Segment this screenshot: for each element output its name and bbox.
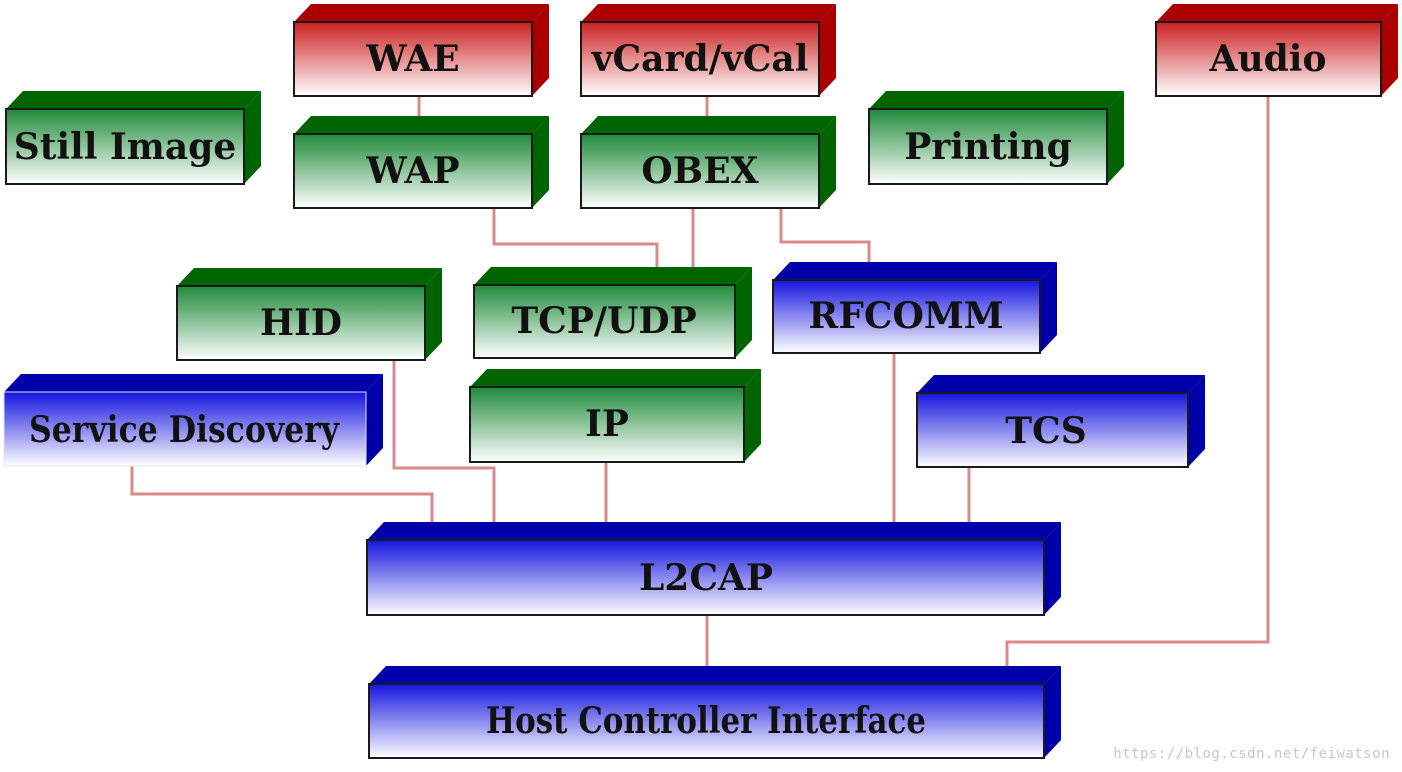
box-rfcomm: RFCOMM (772, 262, 1057, 354)
box-rfcomm-face (772, 279, 1041, 354)
box-wap: WAP (293, 116, 549, 209)
box-tcp-udp-top (474, 267, 752, 285)
box-wap-label: WAP (365, 150, 459, 192)
box-wae-side (532, 4, 549, 96)
box-wae-label: WAE (365, 38, 460, 80)
box-obex-top (581, 116, 836, 134)
box-hid-label: HID (260, 302, 342, 344)
box-service-discovery-label: Service Discovery (29, 409, 340, 451)
box-printing-side (1107, 91, 1124, 184)
box-audio-face (1155, 21, 1382, 97)
box-wae-top (294, 4, 549, 22)
box-hid: HID (176, 268, 442, 361)
box-l2cap-top (367, 522, 1061, 540)
box-service-discovery: Service Discovery (3, 374, 383, 467)
box-l2cap-side (1044, 522, 1061, 615)
box-rfcomm-label: RFCOMM (808, 295, 1003, 337)
box-ip-face (469, 386, 745, 463)
box-tcs: TCS (916, 375, 1205, 468)
box-audio: Audio (1155, 4, 1398, 97)
box-wap-top (294, 116, 549, 134)
box-host-controller-interface-face (368, 683, 1045, 759)
connector-wap-tcp-udp (492, 208, 659, 268)
connector-obex-rfcomm (779, 208, 871, 265)
box-hid-face (176, 285, 426, 361)
box-audio-label: Audio (1209, 38, 1327, 80)
box-still-image-side (244, 91, 261, 184)
box-obex-face (580, 133, 820, 209)
box-tcs-side (1188, 375, 1205, 467)
box-vcard-vcal-top (581, 4, 836, 22)
box-still-image-top (6, 91, 261, 109)
box-service-discovery-side (366, 374, 383, 466)
box-printing: Printing (868, 91, 1124, 185)
box-obex-side (819, 116, 836, 208)
box-vcard-vcal: vCard/vCal (580, 4, 836, 97)
box-still-image-face (5, 108, 245, 185)
box-ip-side (744, 369, 761, 462)
box-audio-top (1156, 4, 1398, 22)
box-hid-side (425, 268, 442, 360)
box-ip-label: IP (585, 403, 629, 445)
watermark-url: https://blog.csdn.net/feiwatson (1113, 746, 1390, 762)
box-service-discovery-face (3, 391, 367, 467)
box-tcs-label: TCS (1005, 410, 1086, 452)
box-vcard-vcal-side (819, 4, 836, 96)
box-wae-face (293, 21, 533, 97)
boxes: WAE vCard/vCal Audio Still Image WAP (3, 4, 1398, 759)
box-wap-side (532, 116, 549, 208)
box-rfcomm-side (1040, 262, 1057, 353)
box-printing-face (868, 108, 1108, 185)
box-host-controller-interface-side (1044, 666, 1061, 758)
box-host-controller-interface: Host Controller Interface (368, 666, 1061, 759)
box-still-image: Still Image (5, 91, 261, 185)
connector-service-discovery-l2cap (130, 466, 434, 532)
box-hid-top (177, 268, 442, 286)
box-host-controller-interface-top (369, 666, 1061, 684)
box-ip-top (470, 369, 761, 387)
connector-audio-hci (1005, 96, 1270, 668)
box-tcp-udp-face (473, 284, 736, 359)
box-printing-top (869, 91, 1124, 109)
box-rfcomm-top (773, 262, 1057, 280)
box-ip: IP (469, 369, 761, 463)
box-obex-label: OBEX (641, 150, 758, 192)
box-host-controller-interface-label: Host Controller Interface (486, 700, 926, 742)
box-l2cap: L2CAP (366, 522, 1061, 616)
box-wap-face (293, 133, 533, 209)
box-tcs-face (916, 392, 1189, 468)
box-vcard-vcal-face (580, 21, 820, 97)
box-tcp-udp: TCP/UDP (473, 267, 752, 359)
box-l2cap-face (366, 539, 1045, 616)
box-tcp-udp-label: TCP/UDP (511, 300, 696, 342)
connector-hid-l2cap (392, 360, 496, 532)
box-audio-side (1381, 4, 1398, 96)
box-printing-label: Printing (904, 126, 1072, 168)
box-l2cap-label: L2CAP (639, 557, 773, 599)
box-service-discovery-top (4, 374, 383, 392)
connectors (130, 96, 1270, 668)
box-obex: OBEX (580, 116, 836, 209)
box-wae: WAE (293, 4, 549, 97)
box-still-image-label: Still Image (14, 126, 237, 168)
box-tcp-udp-side (735, 267, 752, 358)
box-tcs-top (917, 375, 1205, 393)
box-vcard-vcal-label: vCard/vCal (591, 38, 809, 80)
